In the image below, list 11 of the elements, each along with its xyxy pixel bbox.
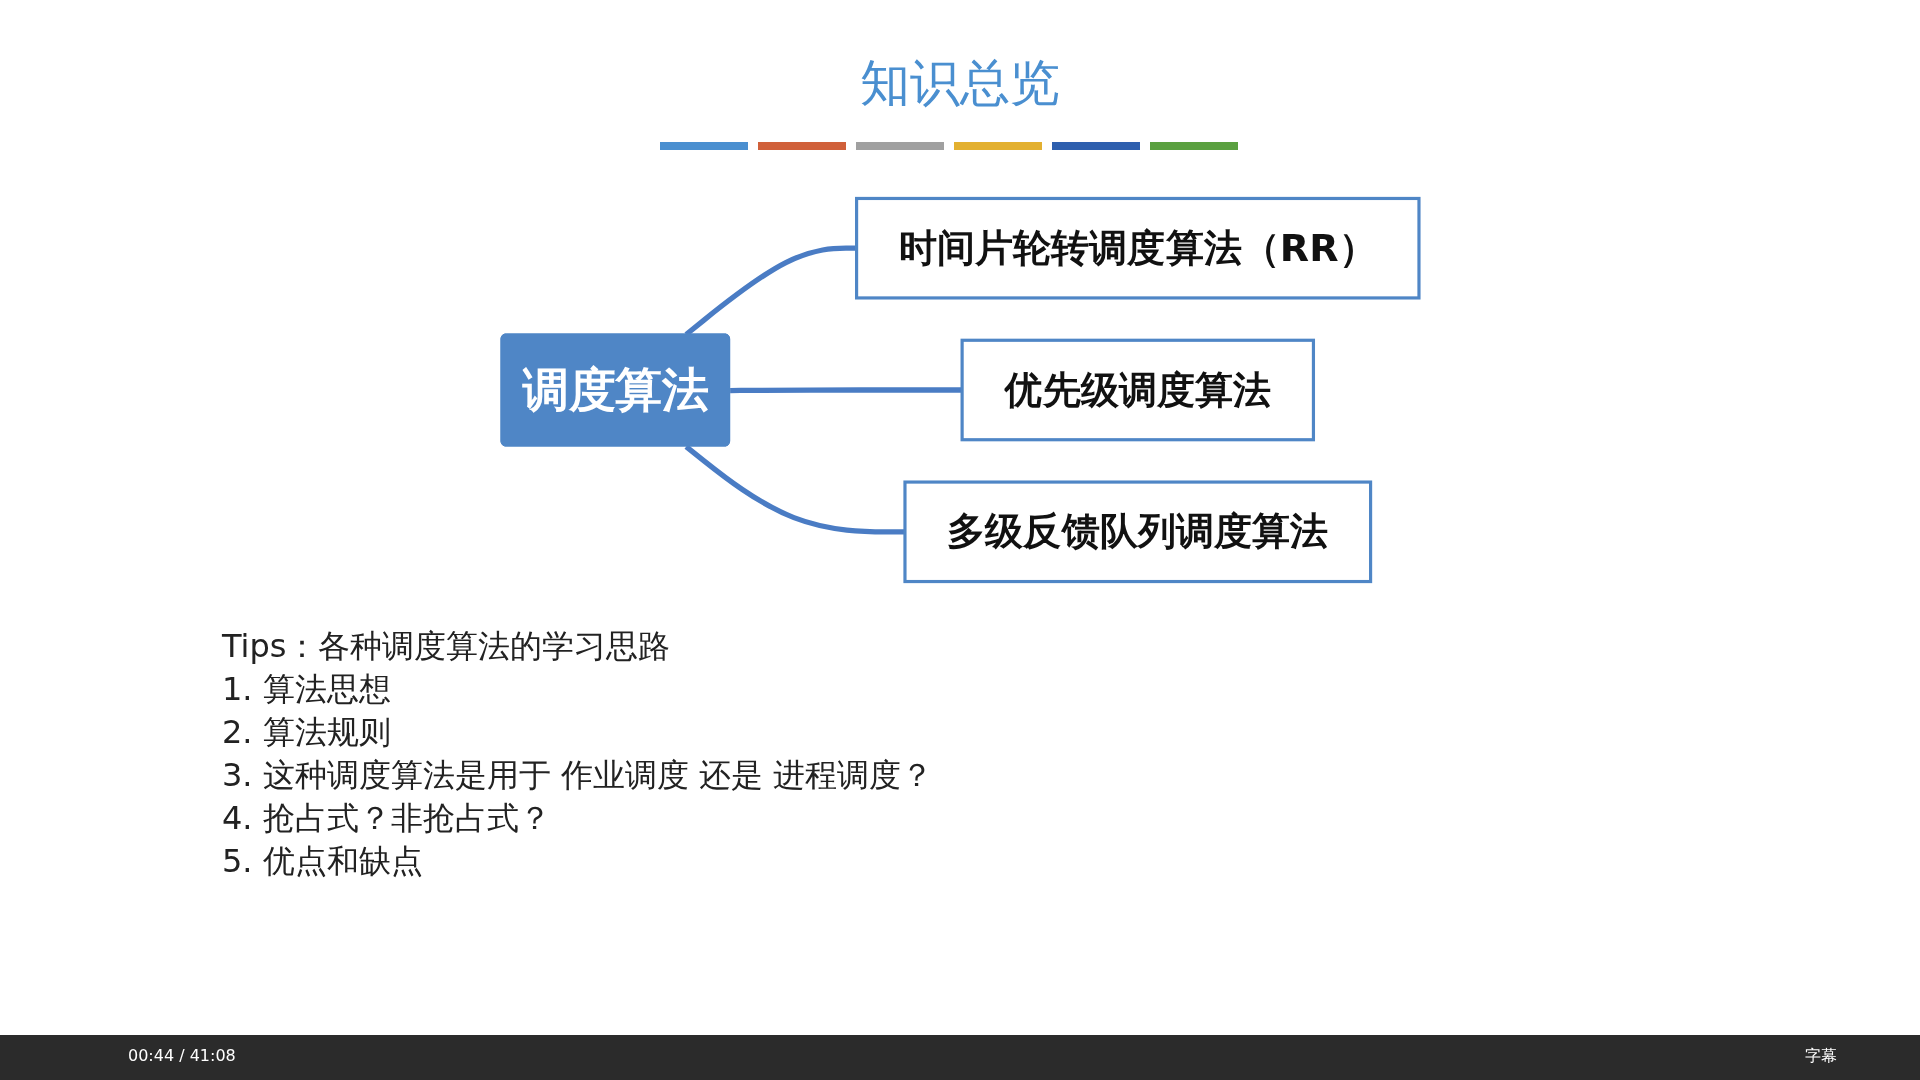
video-time: 00:44 / 41:08 <box>128 1046 236 1065</box>
list-item: 5. 优点和缺点 <box>222 841 423 882</box>
list-item: 3. 这种调度算法是用于 作业调度 还是 进程调度？ <box>222 755 934 796</box>
slide-title: 知识总览 <box>860 53 1060 114</box>
node-box: 多级反馈队列调度算法 <box>903 480 1373 584</box>
subtitle-control: 字幕 <box>1805 1046 1837 1067</box>
list-item: 1. 算法思想 <box>222 669 391 710</box>
tips-heading: Tips：各种调度算法的学习思路 <box>222 626 671 667</box>
list-item: 2. 算法规则 <box>222 712 391 753</box>
list-item: 4. 抢占式？非抢占式？ <box>222 798 551 839</box>
node-box: 时间片轮转调度算法（RR） <box>855 196 1421 300</box>
